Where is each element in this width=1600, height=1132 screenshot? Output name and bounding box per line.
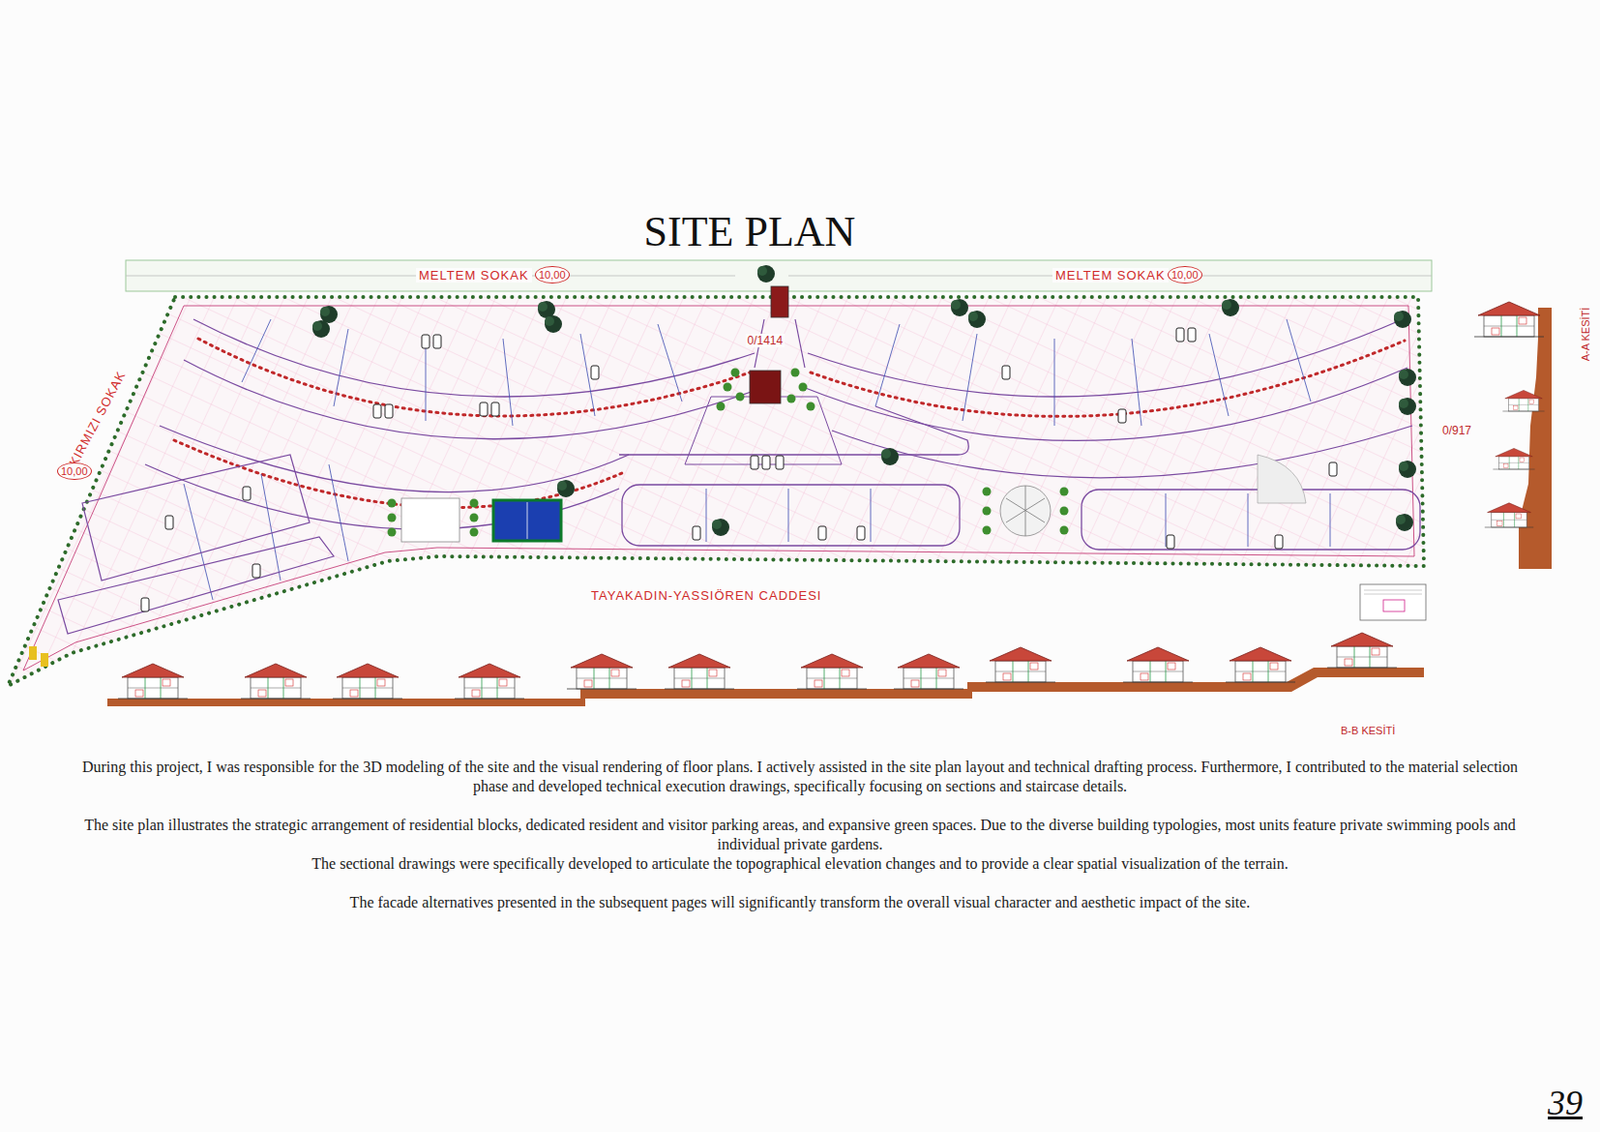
street-name: TAYAKADIN-YASSIÖREN CADDESI bbox=[588, 588, 825, 603]
parcel-code: 0/917 bbox=[1440, 423, 1474, 438]
road-width: 10,00 bbox=[57, 462, 92, 480]
road-width: 10,00 bbox=[534, 266, 570, 284]
paragraph: The facade alternatives presented in the… bbox=[77, 892, 1523, 913]
street-name: MELTEM SOKAK bbox=[415, 267, 533, 283]
description-text: During this project, I was responsible f… bbox=[77, 757, 1523, 913]
section-label: B-B KESİTİ bbox=[1338, 724, 1397, 738]
parcel-code: 0/1414 bbox=[745, 333, 786, 348]
paragraph: The site plan illustrates the strategic … bbox=[77, 815, 1523, 855]
road-width: 10,00 bbox=[1167, 266, 1203, 284]
street-name: MELTEM SOKAK bbox=[1052, 267, 1169, 283]
page-number: 39 bbox=[1547, 1083, 1583, 1123]
section-label: A-A KESİTİ bbox=[1579, 304, 1593, 363]
paragraph: During this project, I was responsible f… bbox=[77, 757, 1523, 797]
page-title: SITE PLAN bbox=[644, 207, 857, 257]
paragraph: The sectional drawings were specifically… bbox=[77, 854, 1523, 874]
